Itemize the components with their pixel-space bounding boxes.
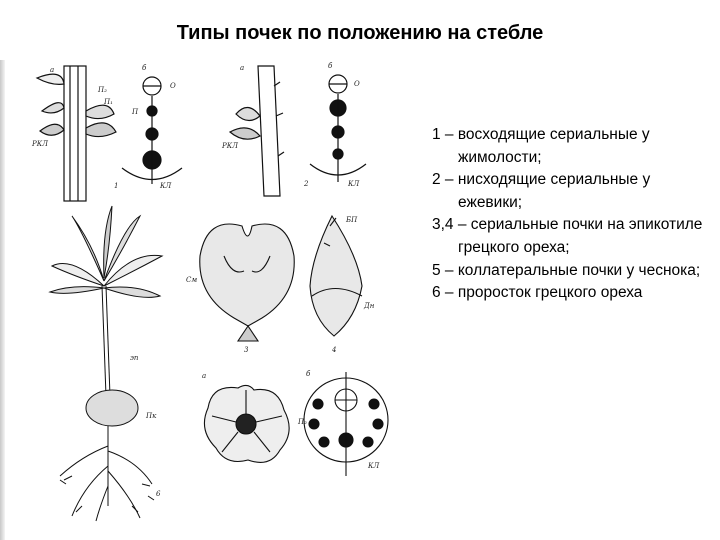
- label-dn: Дн: [363, 302, 375, 310]
- legend-item-5: 6 – проросток грецкого ореха: [432, 284, 643, 302]
- legend-item-2: 2 – нисходящие сериальные у ежевики;: [432, 171, 651, 211]
- legend-item-3: 3,4 – сериальные почки на эпикотиле грец…: [432, 216, 703, 256]
- panel-5b-diagram: [303, 372, 389, 476]
- page-title: Типы почек по положению на стебле: [176, 22, 544, 44]
- label-num6: 6: [156, 490, 161, 498]
- label-o-2: О: [354, 80, 360, 88]
- label-num2: 2: [303, 180, 309, 188]
- label-p1-1: П₁: [103, 98, 113, 106]
- label-kl-1: КЛ: [159, 182, 171, 190]
- label-1b: б: [142, 64, 147, 72]
- label-rkl-1: РКЛ: [31, 140, 48, 148]
- legend-item-4: 5 – коллатеральные почки у чеснока;: [432, 261, 701, 279]
- panel-1b-diagram: [121, 76, 183, 184]
- label-pk: Пк: [145, 412, 157, 420]
- label-ep: эп: [130, 354, 139, 362]
- label-p2-1: П₂: [97, 86, 107, 94]
- label-1a: а: [50, 66, 54, 74]
- label-rkl-2: РКЛ: [221, 142, 238, 150]
- label-sm: См: [186, 276, 197, 284]
- legend: 1 – восходящие сериальные у жимолости; 2…: [432, 124, 716, 305]
- label-5b: б: [306, 370, 311, 378]
- label-bp: БП: [345, 216, 358, 224]
- label-num3: 3: [244, 346, 249, 354]
- panel-3-walnut-section: [199, 223, 295, 342]
- label-5a: а: [202, 372, 206, 380]
- label-kl-2: КЛ: [347, 180, 359, 188]
- panel-1a-stem: [35, 65, 117, 202]
- panel-4-epicotyl: [309, 214, 363, 337]
- label-p-1: П: [131, 108, 139, 116]
- label-2b: б: [328, 62, 333, 70]
- label-p2-5: П₂: [297, 418, 307, 426]
- label-2a: а: [240, 64, 244, 72]
- panel-6-seedling: [48, 205, 164, 522]
- label-o-1: О: [170, 82, 176, 90]
- botanical-drawing: а РКЛ П₂ П₁ б О П КЛ 1 а РКЛ б О КЛ 2: [31, 62, 389, 522]
- scan-edge: [0, 60, 5, 540]
- botanical-figure: а РКЛ П₂ П₁ б О П КЛ 1 а РКЛ б О КЛ 2: [12, 56, 414, 526]
- label-num1: 1: [114, 182, 118, 190]
- panel-5a-garlic: [203, 384, 290, 463]
- label-kl-5: КЛ: [367, 462, 379, 470]
- panel-2a-stem: [228, 65, 285, 197]
- legend-item-1: 1 – восходящие сериальные у жимолости;: [432, 126, 650, 166]
- panel-2b-diagram: [309, 74, 367, 182]
- label-num4: 4: [331, 346, 336, 354]
